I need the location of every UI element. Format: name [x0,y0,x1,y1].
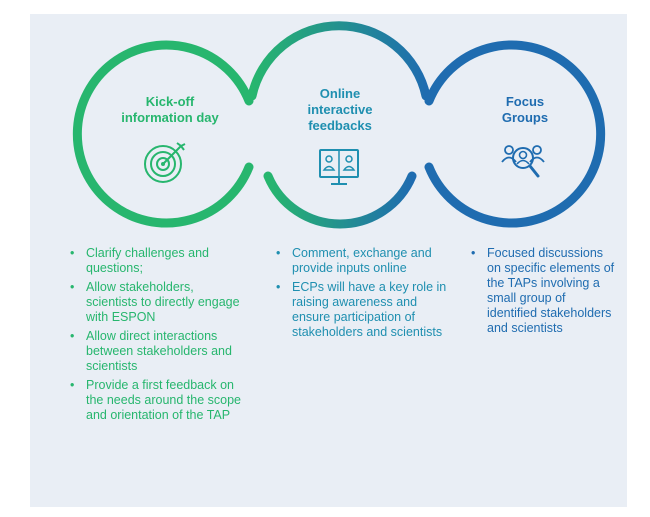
bullet-icon: • [276,280,281,294]
stage-title-kickoff: Kick-off information day [90,94,250,126]
list-item-text: Comment, exchange and provide inputs onl… [292,246,432,275]
stage-title-line: feedbacks [308,118,372,133]
ring-online [247,21,431,101]
column-online: • Comment, exchange and provide inputs on… [272,246,447,344]
ring-kickoff [72,40,254,228]
stage-title-focus: Focus Groups [455,94,595,126]
list-item-text: ECPs will have a key role in raising awa… [292,280,447,339]
group-search-icon [501,145,545,178]
list-item-text: Allow stakeholders, scientists to direct… [86,280,240,324]
list-item-text: Focused discussions on specific elements… [487,246,615,335]
bullet-icon: • [70,246,75,260]
ring-online-lower [263,171,417,229]
bullet-icon: • [276,246,281,260]
diagram-background [30,14,627,507]
list-item-text: Clarify challenges and questions; [86,246,209,275]
list-item: • Comment, exchange and provide inputs on… [272,246,447,276]
stage-title-line: information day [121,110,219,125]
list-item: • Provide a first feedback on the needs a… [66,378,246,423]
list-item-text: Provide a first feedback on the needs ar… [86,378,241,422]
list-item-text: Allow direct interactions between stakeh… [86,329,232,373]
stage-title-line: interactive [307,102,373,117]
list-item: • Focused discussions on specific element… [467,246,617,336]
stage-title-online: Online interactive feedbacks [270,86,410,134]
list-item: • Clarify challenges and questions; [66,246,246,276]
ring-focus [424,40,606,228]
stage-title-line: Groups [501,110,549,125]
target-icon [144,142,186,183]
stage-title-line: Focus [505,94,545,109]
stage-title-line: Kick-off [145,94,195,109]
list-item: • Allow stakeholders, scientists to direc… [66,280,246,325]
bullet-icon: • [70,280,75,294]
bullet-icon: • [70,329,75,343]
list-item: • Allow direct interactions between stake… [66,329,246,374]
bullet-icon: • [70,378,75,392]
stage-title-line: Online [319,86,361,101]
list-item: • ECPs will have a key role in raising aw… [272,280,447,340]
column-focus: • Focused discussions on specific element… [467,246,617,340]
column-kickoff: • Clarify challenges and questions; • Allo… [66,246,246,427]
bullet-icon: • [471,246,476,260]
video-conference-icon [319,149,359,185]
